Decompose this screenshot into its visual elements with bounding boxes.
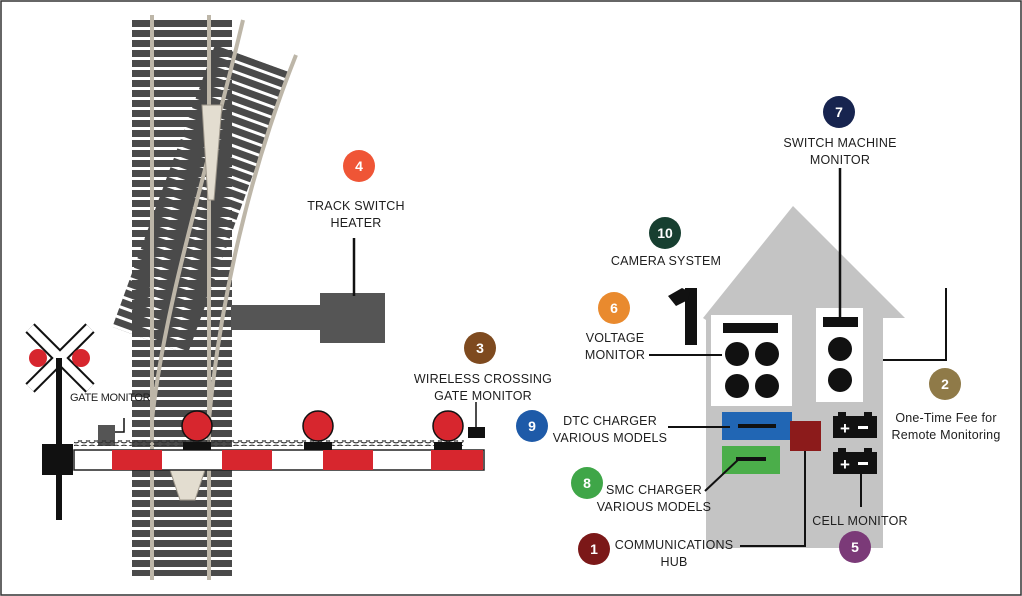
badge-8: 8 bbox=[571, 467, 603, 499]
label-wireless-gate-monitor-2: GATE MONITOR bbox=[434, 389, 532, 403]
badge-4: 4 bbox=[343, 150, 375, 182]
smc-charger bbox=[722, 446, 780, 474]
wireless-gate-monitor-device bbox=[468, 402, 485, 438]
dtc-charger bbox=[722, 412, 792, 440]
badge-9: 9 bbox=[516, 410, 548, 442]
badge-2-number: 2 bbox=[941, 376, 949, 392]
svg-text:+: + bbox=[840, 455, 850, 474]
badge-6-number: 6 bbox=[610, 300, 618, 316]
label-gate-monitor: GATE MONITOR bbox=[70, 392, 151, 404]
badge-2: 2 bbox=[929, 368, 961, 400]
label-dtc-charger-2: VARIOUS MODELS bbox=[553, 431, 667, 445]
label-smc-charger-1: SMC CHARGER bbox=[606, 483, 702, 497]
label-cell-monitor: CELL MONITOR bbox=[812, 514, 907, 528]
badge-3: 3 bbox=[464, 332, 496, 364]
badge-10-number: 10 bbox=[657, 225, 673, 241]
label-one-time-fee-1: One-Time Fee for bbox=[895, 411, 996, 425]
battery-icon: + + bbox=[833, 412, 877, 474]
label-voltage-monitor-2: MONITOR bbox=[585, 348, 645, 362]
badge-1-number: 1 bbox=[590, 541, 598, 557]
label-switch-machine-monitor-2: MONITOR bbox=[810, 153, 870, 167]
badge-5: 5 bbox=[839, 531, 871, 563]
label-track-switch-heater-1: TRACK SWITCH bbox=[307, 199, 405, 213]
label-communications-hub-1: COMMUNICATIONS bbox=[615, 538, 734, 552]
voltage-monitor-panel bbox=[711, 315, 792, 406]
camera-icon bbox=[668, 288, 697, 345]
leader-lines bbox=[649, 288, 947, 547]
badge-10: 10 bbox=[649, 217, 681, 249]
badge-7-number: 7 bbox=[835, 104, 843, 120]
communications-hub bbox=[790, 421, 821, 451]
badge-7: 7 bbox=[823, 96, 855, 128]
badge-9-number: 9 bbox=[528, 418, 536, 434]
label-voltage-monitor-1: VOLTAGE bbox=[586, 331, 645, 345]
badge-1: 1 bbox=[578, 533, 610, 565]
badge-3-number: 3 bbox=[476, 340, 484, 356]
label-camera-system: CAMERA SYSTEM bbox=[611, 254, 721, 268]
svg-text:+: + bbox=[840, 419, 850, 438]
badge-8-number: 8 bbox=[583, 475, 591, 491]
label-smc-charger-2: VARIOUS MODELS bbox=[597, 500, 711, 514]
badge-6: 6 bbox=[598, 292, 630, 324]
label-switch-machine-monitor-1: SWITCH MACHINE bbox=[783, 136, 896, 150]
track-switch-heater bbox=[231, 238, 385, 343]
label-wireless-gate-monitor-1: WIRELESS CROSSING bbox=[414, 372, 552, 386]
rail-switch-icon bbox=[112, 15, 298, 580]
label-track-switch-heater-2: HEATER bbox=[331, 216, 382, 230]
gate-arm bbox=[73, 440, 485, 471]
crossbuck-icon bbox=[25, 323, 95, 520]
signal-lamp-icon bbox=[181, 410, 464, 450]
switch-machine-monitor-panel bbox=[816, 168, 863, 402]
label-one-time-fee-2: Remote Monitoring bbox=[891, 428, 1000, 442]
badge-4-number: 4 bbox=[355, 158, 363, 174]
label-dtc-charger-1: DTC CHARGER bbox=[563, 414, 657, 428]
badge-5-number: 5 bbox=[851, 539, 859, 555]
label-communications-hub-2: HUB bbox=[661, 555, 688, 569]
